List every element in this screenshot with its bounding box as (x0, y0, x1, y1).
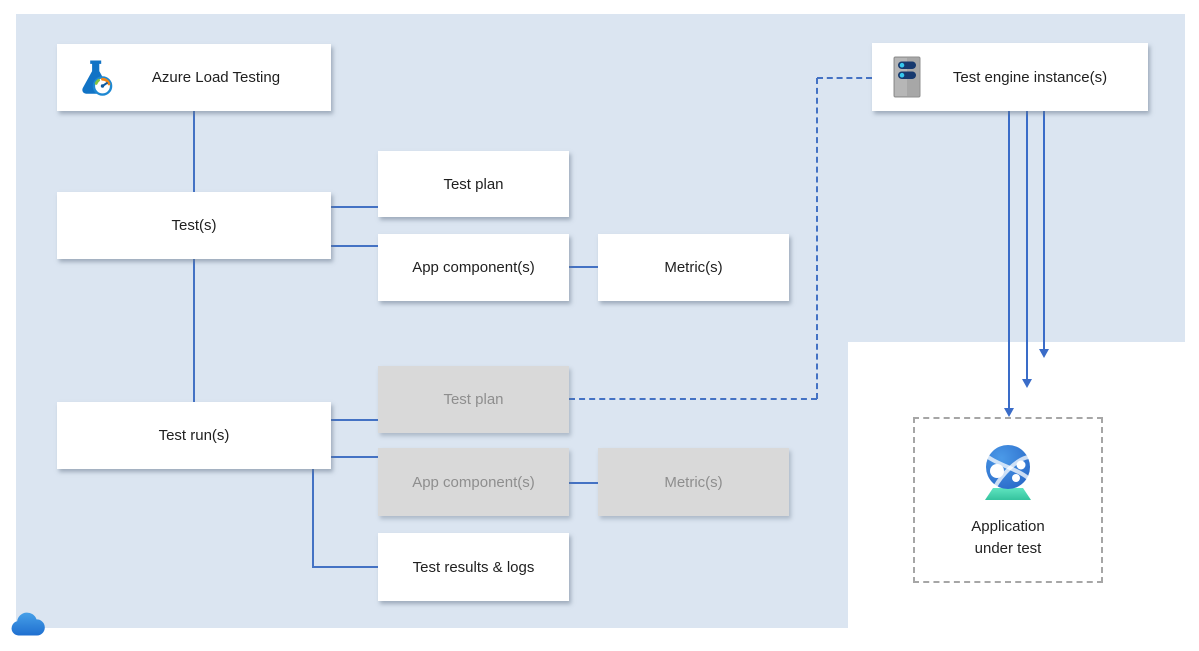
connector-testruns-results-horizontal (312, 566, 378, 568)
node-azure-load-testing: Azure Load Testing (57, 44, 331, 111)
node-label: Test run(s) (158, 427, 230, 444)
arrow-engine-app-2 (1026, 111, 1028, 380)
cloud-icon (9, 611, 45, 642)
node-test-plan: Test plan (378, 151, 569, 217)
globe-on-stand-icon (973, 440, 1043, 506)
node-tests: Test(s) (57, 192, 331, 259)
node-label: Test engine instance(s) (952, 68, 1108, 86)
arrowhead-engine-app-3 (1039, 349, 1049, 358)
connector-tests-testruns (193, 259, 195, 402)
node-label: Test(s) (171, 217, 217, 234)
node-label: Test plan (443, 391, 504, 408)
node-label: Test plan (443, 175, 504, 193)
node-run-test-plan: Test plan (378, 366, 569, 433)
connector-testruns-testplan (331, 419, 378, 421)
arrowhead-engine-app-1 (1004, 408, 1014, 417)
dashed-connector-engine-horizontal (817, 77, 872, 79)
arrow-engine-app-3 (1043, 111, 1045, 350)
node-test-runs: Test run(s) (57, 402, 331, 469)
arrowhead-engine-app-2 (1022, 379, 1032, 388)
node-application-under-test: Application under test (913, 417, 1103, 583)
node-label: Application under test (971, 518, 1045, 557)
node-label: App component(s) (412, 259, 535, 276)
node-metrics: Metric(s) (598, 234, 789, 301)
connector-runappcomponents-metrics (569, 482, 598, 484)
dashed-connector-vertical (816, 78, 818, 399)
node-label: Metric(s) (664, 259, 723, 276)
node-run-metrics: Metric(s) (598, 448, 789, 516)
connector-testruns-appcomponents (331, 456, 378, 458)
node-label: Metric(s) (664, 473, 723, 491)
node-test-engine-instances: Test engine instance(s) (872, 43, 1148, 111)
connector-testruns-results-vertical (312, 469, 314, 568)
connector-tests-testplan (331, 206, 378, 208)
connector-alt-tests (193, 111, 195, 192)
node-app-components: App component(s) (378, 234, 569, 301)
node-label: Azure Load Testing (151, 69, 281, 86)
node-test-results-logs: Test results & logs (378, 533, 569, 601)
load-testing-flask-gauge-icon (77, 58, 115, 98)
node-run-app-components: App component(s) (378, 448, 569, 516)
node-label: Test results & logs (412, 558, 535, 576)
connector-tests-appcomponents (331, 245, 378, 247)
server-icon (892, 56, 922, 98)
dashed-connector-testplan-horizontal (569, 398, 817, 400)
arrow-engine-app-1 (1008, 111, 1010, 409)
node-label: App component(s) (412, 473, 535, 491)
connector-appcomponents-metrics (569, 266, 598, 268)
